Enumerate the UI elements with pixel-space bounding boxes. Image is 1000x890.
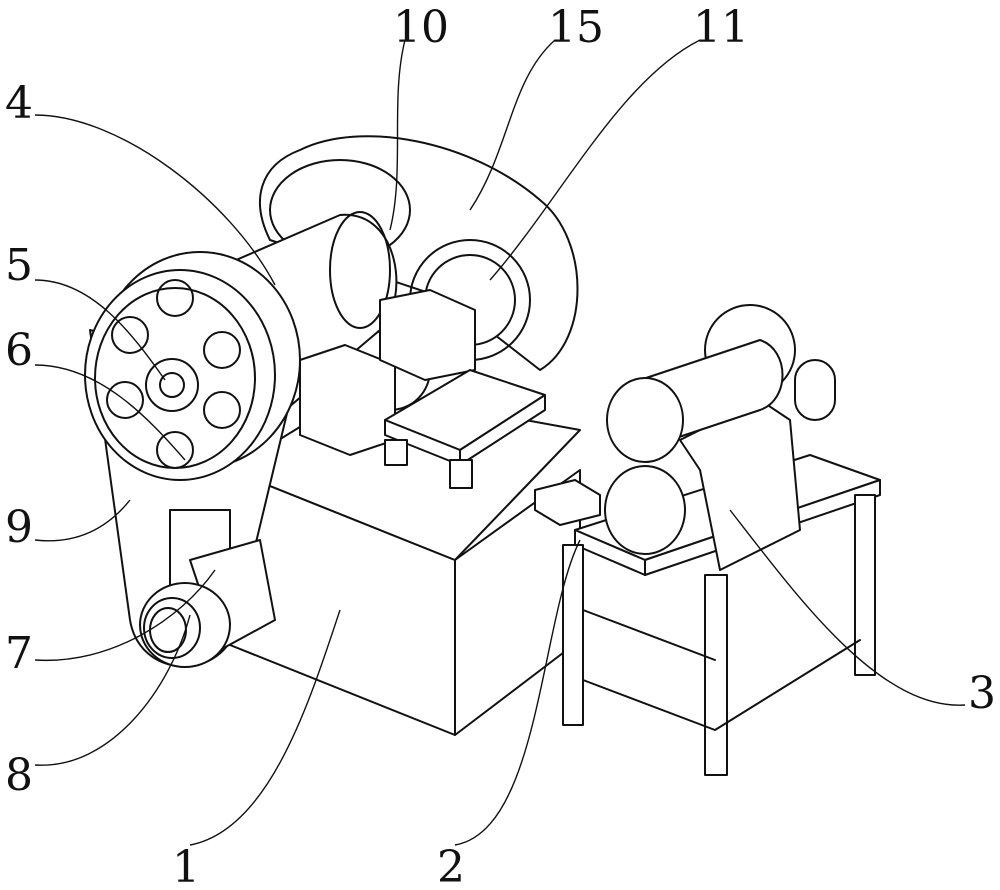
label-9: 9 [5, 502, 33, 553]
label-6: 6 [5, 325, 33, 376]
label-5: 5 [5, 240, 33, 291]
label-4: 4 [5, 78, 33, 129]
label-11: 11 [693, 2, 749, 53]
label-10: 10 [393, 2, 449, 53]
label-3: 3 [968, 668, 996, 719]
label-2: 2 [437, 842, 465, 890]
label-1: 1 [172, 842, 200, 890]
label-15: 15 [548, 2, 604, 53]
label-8: 8 [5, 750, 33, 801]
label-7: 7 [5, 628, 33, 679]
cutter-unit [605, 340, 835, 570]
